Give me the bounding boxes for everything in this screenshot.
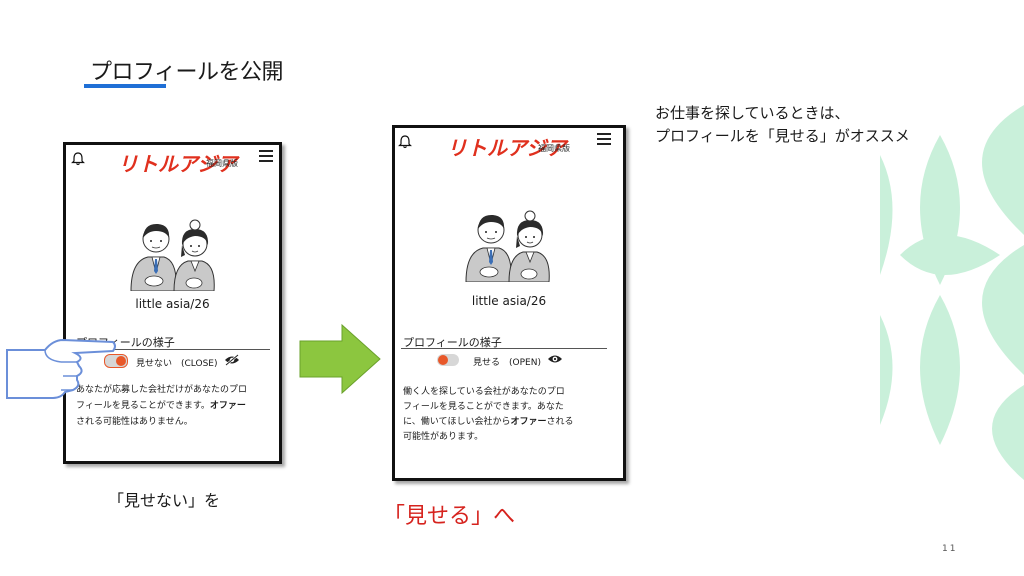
section-divider [74, 349, 270, 350]
user-name: little asia/26 [471, 294, 547, 308]
bell-icon[interactable] [71, 152, 85, 166]
bell-icon[interactable] [398, 135, 412, 149]
avatar-illustration [130, 219, 215, 291]
app-logo: リトルアジア [447, 136, 567, 160]
title-underline [84, 84, 166, 88]
toggle-label: 見せる (OPEN) [473, 358, 541, 368]
user-name: little asia/26 [135, 297, 210, 311]
decorative-circles [880, 105, 1024, 480]
pointing-hand-icon [6, 338, 116, 399]
app-logo: リトルアジア [118, 152, 238, 176]
right-arrow-icon [299, 323, 381, 395]
hamburger-menu-icon[interactable] [259, 150, 273, 162]
phone-screen-after: リトルアジア 福岡県版 little asia/26 プロフィールの様子 見せる… [392, 125, 626, 481]
profile-section-title: プロフィールの様子 [403, 336, 502, 349]
eye-slash-icon [225, 354, 239, 366]
phone-screen-before: リトルアジア 福岡県版 little asia/26 プロフィールの様子 見せな… [63, 142, 282, 464]
profile-visibility-toggle[interactable] [104, 354, 128, 368]
recommendation-text: お仕事を探しているときは、 プロフィールを「見せる」がオススメ [655, 104, 910, 145]
visibility-description: 働く人を探している会社があなたのプロ フィールを見ることができます。あなた に、… [403, 387, 574, 442]
eye-icon [548, 355, 562, 363]
region-label: 福岡県版 [206, 159, 238, 168]
profile-visibility-toggle[interactable] [437, 354, 459, 366]
page-number: 11 [942, 544, 958, 554]
avatar-illustration [465, 210, 550, 282]
visibility-description: あなたが応募した会社だけがあなたのプロ フィールを見ることができます。オファー … [76, 385, 248, 427]
slide-title: プロフィールを公開 [90, 60, 284, 85]
caption-after: 「見せる」へ [383, 504, 516, 529]
hamburger-menu-icon[interactable] [597, 133, 611, 145]
section-divider [401, 348, 607, 349]
caption-before: 「見せない」を [108, 491, 221, 510]
region-label: 福岡県版 [538, 144, 570, 153]
toggle-label: 見せない (CLOSE) [136, 359, 218, 369]
